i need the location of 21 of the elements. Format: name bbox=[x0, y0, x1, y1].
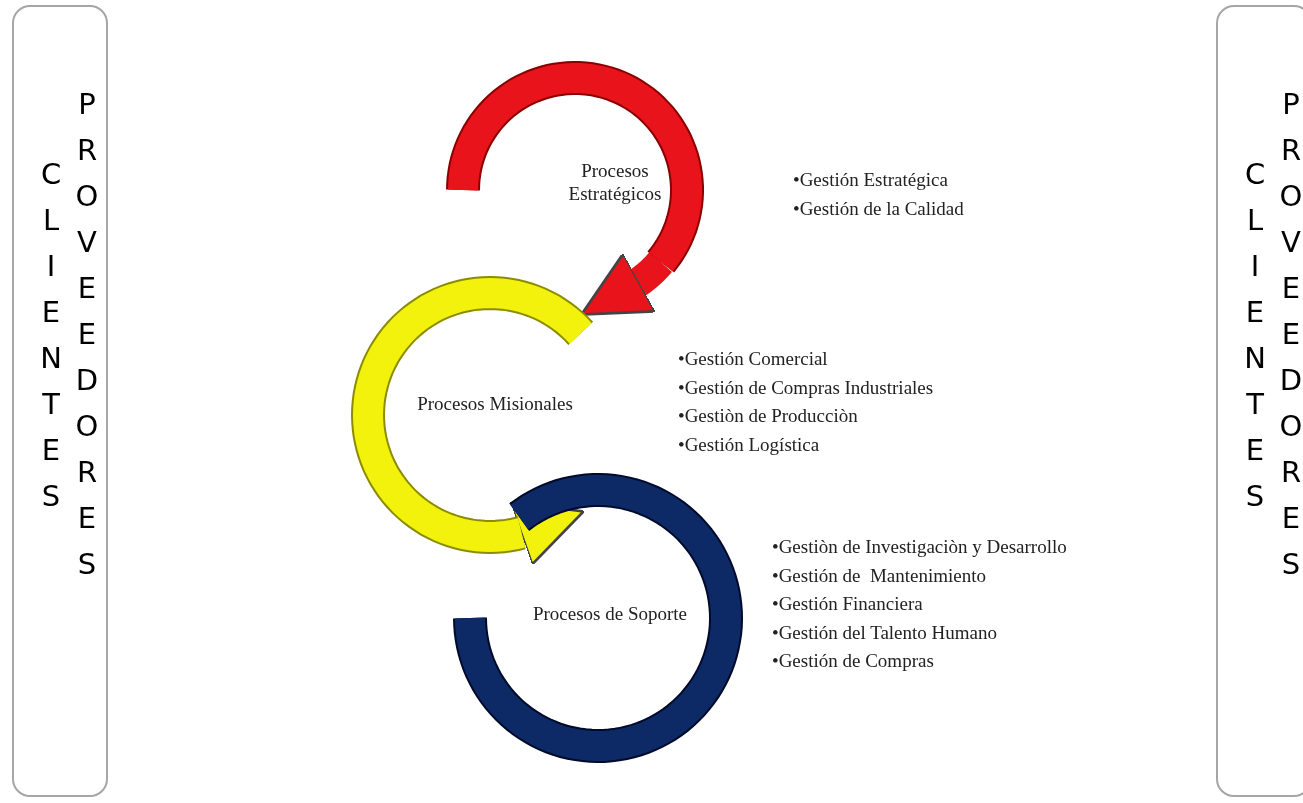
bullet-item: •Gestión Comercial bbox=[678, 347, 829, 371]
arrow bbox=[580, 251, 673, 316]
vertical-label: PROVEEDORES bbox=[1276, 87, 1303, 593]
bullet-item: •Gestión de Mantenimiento bbox=[772, 563, 988, 588]
bullet-item: •Gestión de la Calidad bbox=[793, 196, 965, 221]
bullet-item: •Gestión Financiera bbox=[772, 592, 924, 616]
side-panel bbox=[12, 5, 108, 797]
vertical-label: PROVEEDORES bbox=[72, 87, 101, 593]
process-title: Procesos Estratégicos bbox=[567, 160, 663, 206]
bullet-item: •Gestión del Talento Humano bbox=[772, 620, 998, 645]
bullet-item: •Gestión Logística bbox=[678, 432, 821, 457]
bullet-item: •Gestión Estratégica bbox=[793, 168, 949, 192]
side-panel bbox=[1216, 5, 1303, 797]
bullet-item: •Gestión de Compras Industriales bbox=[678, 375, 935, 400]
process-title: Procesos de Soporte bbox=[531, 603, 689, 626]
vertical-label: CLIENTES bbox=[36, 157, 65, 525]
process-title: Procesos Misionales bbox=[416, 393, 574, 416]
bullet-item: •Gestiòn de Producciòn bbox=[678, 404, 859, 428]
vertical-label: CLIENTES bbox=[1240, 157, 1269, 525]
bullet-item: •Gestiòn de Investigaciòn y Desarrollo bbox=[772, 535, 1068, 559]
bullet-item: •Gestión de Compras bbox=[772, 649, 935, 673]
